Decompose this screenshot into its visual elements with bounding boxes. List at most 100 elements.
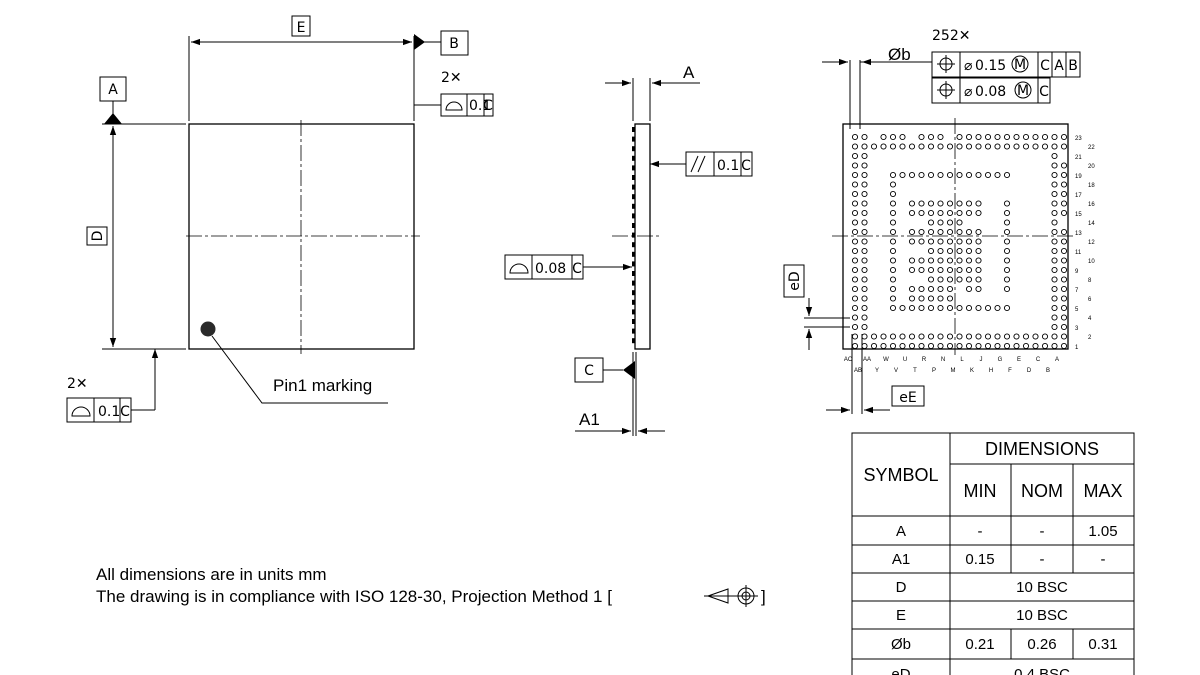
solder-ball: [946, 257, 954, 264]
solder-ball: [927, 143, 935, 150]
solder-ball: [1041, 143, 1049, 150]
solder-ball: [975, 238, 982, 245]
solder-ball: [1060, 342, 1068, 350]
solder-ball: [927, 200, 935, 207]
table-row-a1-max: -: [1101, 551, 1106, 568]
solder-ball: [984, 143, 992, 150]
solder-ball: [937, 257, 944, 264]
parallel-icon: [690, 155, 699, 173]
solder-ball: [851, 295, 859, 302]
solder-ball: [880, 133, 887, 141]
solder-ball: [889, 190, 897, 198]
dim-a1-label: A1: [579, 410, 600, 429]
solder-ball: [965, 143, 973, 150]
projection-method-icon: [704, 585, 758, 607]
solder-ball: [1041, 342, 1049, 350]
column-label: AC: [844, 357, 853, 363]
solder-ball: [965, 266, 973, 274]
solder-ball: [1060, 228, 1068, 236]
dim-ed-box: [783, 264, 805, 298]
diameter-symbol-1: ⌀: [964, 58, 973, 74]
solder-ball: [908, 209, 916, 217]
solder-ball: [1041, 133, 1049, 141]
solder-ball: [994, 171, 1001, 179]
solder-ball: [965, 333, 973, 340]
solder-ball: [1051, 323, 1058, 331]
solder-ball: [1003, 133, 1011, 141]
pin1-dot: [200, 321, 216, 337]
solder-ball: [975, 133, 982, 141]
solder-ball: [1003, 304, 1011, 312]
row-label: 22: [1088, 145, 1095, 151]
side-ball-row: [632, 127, 635, 344]
table-row-a-symbol: A: [896, 523, 906, 540]
side-ball: [632, 127, 635, 132]
row-label: 7: [1075, 288, 1079, 294]
solder-ball: [965, 276, 973, 283]
dim-e-box: [291, 15, 311, 37]
side-ball: [632, 261, 635, 267]
solder-ball: [861, 276, 868, 283]
solder-ball: [870, 143, 878, 150]
solder-ball: [861, 333, 868, 340]
solder-ball: [946, 200, 954, 207]
solder-ball: [880, 143, 887, 150]
solder-ball: [899, 342, 906, 350]
solder-ball: [975, 257, 982, 264]
row-label: 11: [1075, 250, 1082, 256]
solder-ball: [937, 276, 944, 283]
profile-tol-top: 0.1: [469, 98, 491, 114]
solder-ball: [1060, 276, 1068, 283]
solder-ball: [851, 333, 859, 340]
solder-ball: [1051, 143, 1058, 150]
solder-ball: [1060, 285, 1068, 293]
solder-ball: [956, 228, 963, 236]
side-ball: [632, 319, 635, 324]
solder-ball: [889, 228, 897, 236]
table-row-a-nom: -: [1040, 523, 1045, 540]
side-ball: [632, 280, 635, 286]
solder-ball: [956, 209, 963, 217]
solder-ball: [861, 314, 868, 321]
row-label: 4: [1088, 316, 1092, 322]
solder-ball: [994, 143, 1001, 150]
solder-ball: [908, 342, 916, 350]
profile-count-bottom: 2✕: [67, 376, 88, 392]
solder-ball: [965, 133, 973, 141]
solder-ball: [918, 285, 925, 293]
solder-ball: [927, 276, 935, 283]
solder-ball: [1051, 333, 1058, 340]
row-label: 15: [1075, 212, 1082, 218]
table-row-ed-symbol: eD: [891, 666, 910, 675]
solder-ball: [1003, 238, 1011, 245]
solder-ball: [1003, 342, 1011, 350]
solder-ball: [946, 304, 954, 312]
solder-ball: [851, 285, 859, 293]
solder-ball: [937, 171, 944, 179]
solder-ball: [1060, 181, 1068, 188]
row-label: 2: [1088, 335, 1092, 341]
solder-ball: [984, 333, 992, 340]
solder-ball: [927, 238, 935, 245]
solder-ball: [889, 304, 897, 312]
solder-ball: [918, 228, 925, 236]
tol-1-ref-2: A: [1054, 58, 1064, 74]
solder-ball: [965, 171, 973, 179]
solder-ball: [1013, 333, 1020, 340]
solder-ball: [965, 257, 973, 264]
solder-ball: [851, 323, 859, 331]
solder-ball: [956, 276, 963, 283]
solder-ball: [927, 247, 935, 255]
solder-ball: [946, 247, 954, 255]
side-ball: [632, 136, 635, 142]
solder-ball: [1003, 266, 1011, 274]
solder-ball: [927, 333, 935, 340]
solder-ball: [870, 342, 878, 350]
parallelism-frame: [685, 151, 753, 177]
solder-ball: [1051, 304, 1058, 312]
profile-icon-bottom: [71, 406, 91, 417]
column-label: AA: [863, 357, 871, 363]
table-symbol-header: SYMBOL: [863, 465, 938, 485]
solder-ball: [861, 304, 868, 312]
